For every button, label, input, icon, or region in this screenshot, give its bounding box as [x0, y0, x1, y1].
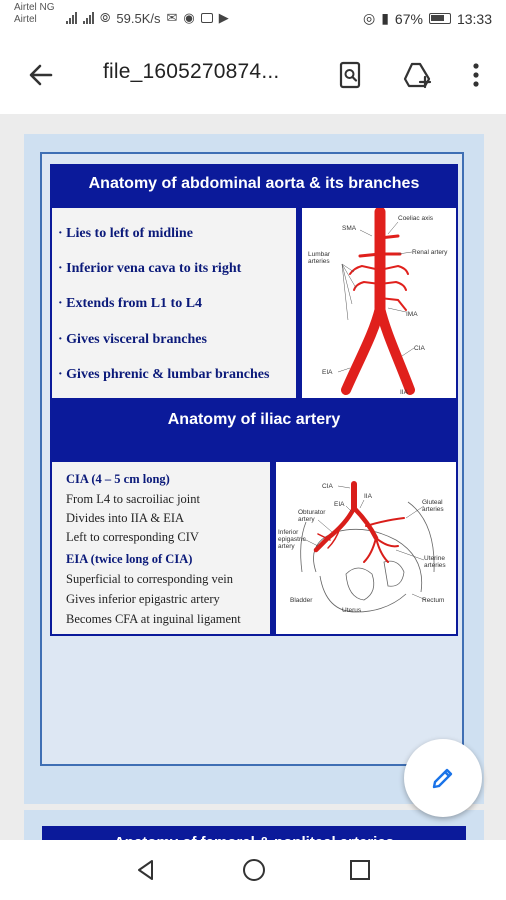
pdf-page-next: Anatomy of femoral & popliteal arteries [24, 810, 484, 840]
search-in-document-icon [339, 61, 361, 89]
add-to-drive-button[interactable] [400, 58, 434, 92]
rectum-label: Rectum [422, 597, 444, 604]
list-item: From L4 to sacroiliac joint [66, 492, 201, 506]
status-left-icons: ⦾ 59.5K/s ✉ ◉ ▶ [66, 10, 229, 26]
list-item: Gives inferior epigastric artery [66, 592, 220, 606]
battery-percent: 67% [394, 10, 423, 27]
cast-icon: ◉ [183, 10, 195, 25]
carrier-info: Airtel NG Airtel [14, 2, 55, 26]
battery-icon [428, 13, 451, 24]
section2-list: CIA (4 – 5 cm long) From L4 to sacroilia… [52, 462, 270, 634]
list-item: Divides into IIA & EIA [66, 511, 185, 525]
slide: Anatomy of abdominal aorta & its branche… [50, 164, 458, 636]
nav-recents-button[interactable] [346, 856, 374, 884]
status-bar: Airtel NG Airtel ⦾ 59.5K/s ✉ ◉ ▶ ◎ ▮ 67%… [0, 0, 506, 36]
renal-label: Renal artery [412, 249, 448, 256]
document-viewer[interactable]: Anatomy of abdominal aorta & its branche… [0, 114, 506, 840]
nav-home-button[interactable] [240, 856, 268, 884]
list-item: · Lies to left of midline [58, 226, 193, 241]
section2-title: Anatomy of iliac artery [50, 400, 458, 440]
mail-icon: ✉ [166, 10, 178, 25]
section1-box: · Lies to left of midline · Inferior ven… [50, 204, 458, 400]
edit-fab[interactable] [404, 739, 482, 817]
signal-2-icon [83, 12, 94, 24]
nav-recents-square-icon [350, 860, 370, 880]
list-item: · Gives phrenic & lumbar branches [58, 367, 270, 382]
iia-label: IIA [400, 389, 409, 396]
list-item: Becomes CFA at inguinal ligament [66, 612, 241, 626]
section2-box: CIA (4 – 5 cm long) From L4 to sacroilia… [50, 440, 458, 636]
list-item: Left to corresponding CIV [66, 530, 199, 544]
list-item: · Extends from L1 to L4 [58, 296, 203, 311]
network-speed: 59.5K/s [116, 10, 161, 26]
edit-pencil-icon [432, 768, 453, 789]
list-item: Superficial to corresponding vein [66, 572, 233, 586]
coeliac-label: Coeliac axis [398, 215, 434, 222]
document-title: file_1605270874... [103, 60, 280, 83]
search-in-document-button[interactable] [333, 58, 367, 92]
list-item: EIA (twice long of CIA) [66, 552, 193, 566]
eia-label-2: EIA [334, 501, 345, 508]
arrow-left-icon [29, 64, 53, 86]
list-item: · Gives visceral branches [58, 332, 207, 347]
list-item: · Inferior vena cava to its right [58, 261, 242, 276]
status-right-icons: ◎ ▮ 67% 13:33 [363, 10, 492, 27]
section1-title: Anatomy of abdominal aorta & its branche… [50, 164, 458, 204]
cia-label: CIA [414, 345, 426, 352]
nav-home-circle-icon [243, 859, 265, 881]
eye-comfort-icon: ◎ [362, 10, 376, 26]
slide-frame: Anatomy of abdominal aorta & its branche… [40, 152, 464, 766]
nav-back-triangle-icon [138, 860, 153, 880]
iia-label-2: IIA [364, 493, 373, 500]
back-button[interactable] [24, 58, 58, 92]
bladder-label: Bladder [290, 597, 313, 604]
more-vertical-icon [473, 63, 479, 87]
hotspot-icon: ⦾ [100, 10, 111, 25]
section1-list: · Lies to left of midline · Inferior ven… [52, 208, 296, 398]
clock: 13:33 [456, 10, 492, 27]
next-slide-title: Anatomy of femoral & popliteal arteries [42, 826, 466, 840]
top-app-bar: file_1605270874... [0, 36, 506, 114]
cia-label-2: CIA [322, 483, 334, 490]
youtube-icon: ▶ [218, 10, 229, 25]
carrier-1: Airtel NG [14, 2, 55, 13]
signal-1-icon [66, 12, 77, 24]
add-to-drive-icon [403, 62, 432, 89]
vibrate-icon: ▮ [381, 10, 389, 26]
uterus-label: Uterus [342, 607, 362, 614]
sma-label: SMA [342, 225, 357, 232]
eia-label: EIA [322, 369, 333, 376]
list-item: CIA (4 – 5 cm long) [66, 472, 170, 486]
carrier-2: Airtel [14, 14, 37, 25]
gallery-icon [200, 13, 213, 23]
pdf-page: Anatomy of abdominal aorta & its branche… [24, 134, 484, 804]
ima-label: IMA [406, 311, 418, 318]
more-options-button[interactable] [459, 58, 493, 92]
navigation-bar [0, 840, 506, 900]
nav-back-button[interactable] [132, 856, 160, 884]
